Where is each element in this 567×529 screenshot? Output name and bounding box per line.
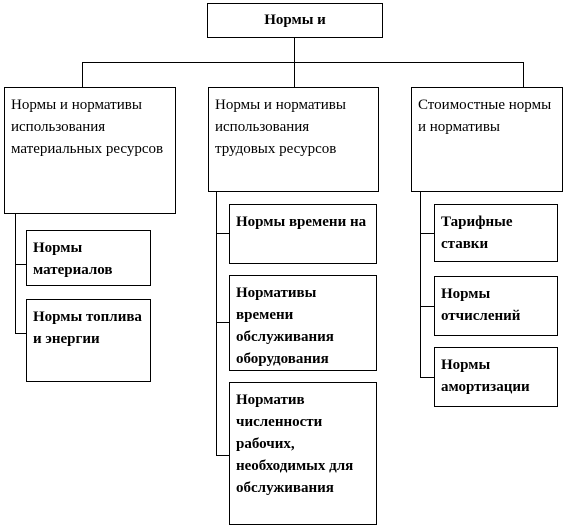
- node-label: Нормы амортизации: [441, 357, 530, 395]
- col1-spine: [15, 214, 16, 334]
- col1-branch-1: [15, 264, 26, 265]
- node-tariff-rates: Тарифные ставки: [434, 204, 558, 262]
- col3-branch-2: [420, 306, 434, 307]
- node-label: Тарифные ставки: [441, 214, 513, 252]
- node-label: Норматив численности рабочих, необходимы…: [236, 392, 354, 496]
- node-time-norms: Нормы времени на: [229, 204, 377, 264]
- column-header-labor: Нормы и нормативы использования трудовых…: [208, 87, 379, 192]
- top-horizontal-connector: [82, 62, 524, 63]
- column-header-label: Стоимостные нормы и нормативы: [418, 97, 552, 135]
- col1-connector-vertical: [82, 62, 83, 87]
- node-label: Нормативы времени обслуживания оборудова…: [236, 285, 334, 367]
- col2-connector-vertical: [294, 62, 295, 87]
- node-service-time-norms: Нормативы времени обслуживания оборудова…: [229, 275, 377, 371]
- col3-branch-3: [420, 377, 434, 378]
- col2-spine: [216, 192, 217, 456]
- col2-branch-2: [216, 322, 229, 323]
- col2-branch-1: [216, 233, 229, 234]
- node-headcount-norm: Норматив численности рабочих, необходимы…: [229, 382, 377, 525]
- node-material-norms: Нормы материалов: [26, 230, 151, 286]
- col3-spine: [420, 192, 421, 378]
- node-depreciation-norms: Нормы амортизации: [434, 347, 558, 407]
- node-label: Нормы времени на: [236, 214, 367, 230]
- node-deduction-norms: Нормы отчислений: [434, 276, 558, 336]
- root-connector-vertical: [294, 38, 295, 63]
- node-label: Нормы топлива и энергии: [33, 309, 142, 347]
- node-label: Нормы отчислений: [441, 286, 521, 324]
- column-header-cost: Стоимостные нормы и нормативы: [411, 87, 563, 192]
- column-header-label: Нормы и нормативы использования материал…: [11, 97, 164, 157]
- column-header-material: Нормы и нормативы использования материал…: [4, 87, 176, 214]
- col3-connector-vertical: [523, 62, 524, 87]
- col1-branch-2: [15, 333, 26, 334]
- node-fuel-energy-norms: Нормы топлива и энергии: [26, 299, 151, 382]
- col2-branch-3: [216, 455, 229, 456]
- root-node: Нормы и: [207, 3, 383, 38]
- column-header-label: Нормы и нормативы использования трудовых…: [215, 97, 346, 157]
- col3-branch-1: [420, 233, 434, 234]
- node-label: Нормы материалов: [33, 240, 113, 278]
- root-label: Нормы и: [264, 12, 326, 28]
